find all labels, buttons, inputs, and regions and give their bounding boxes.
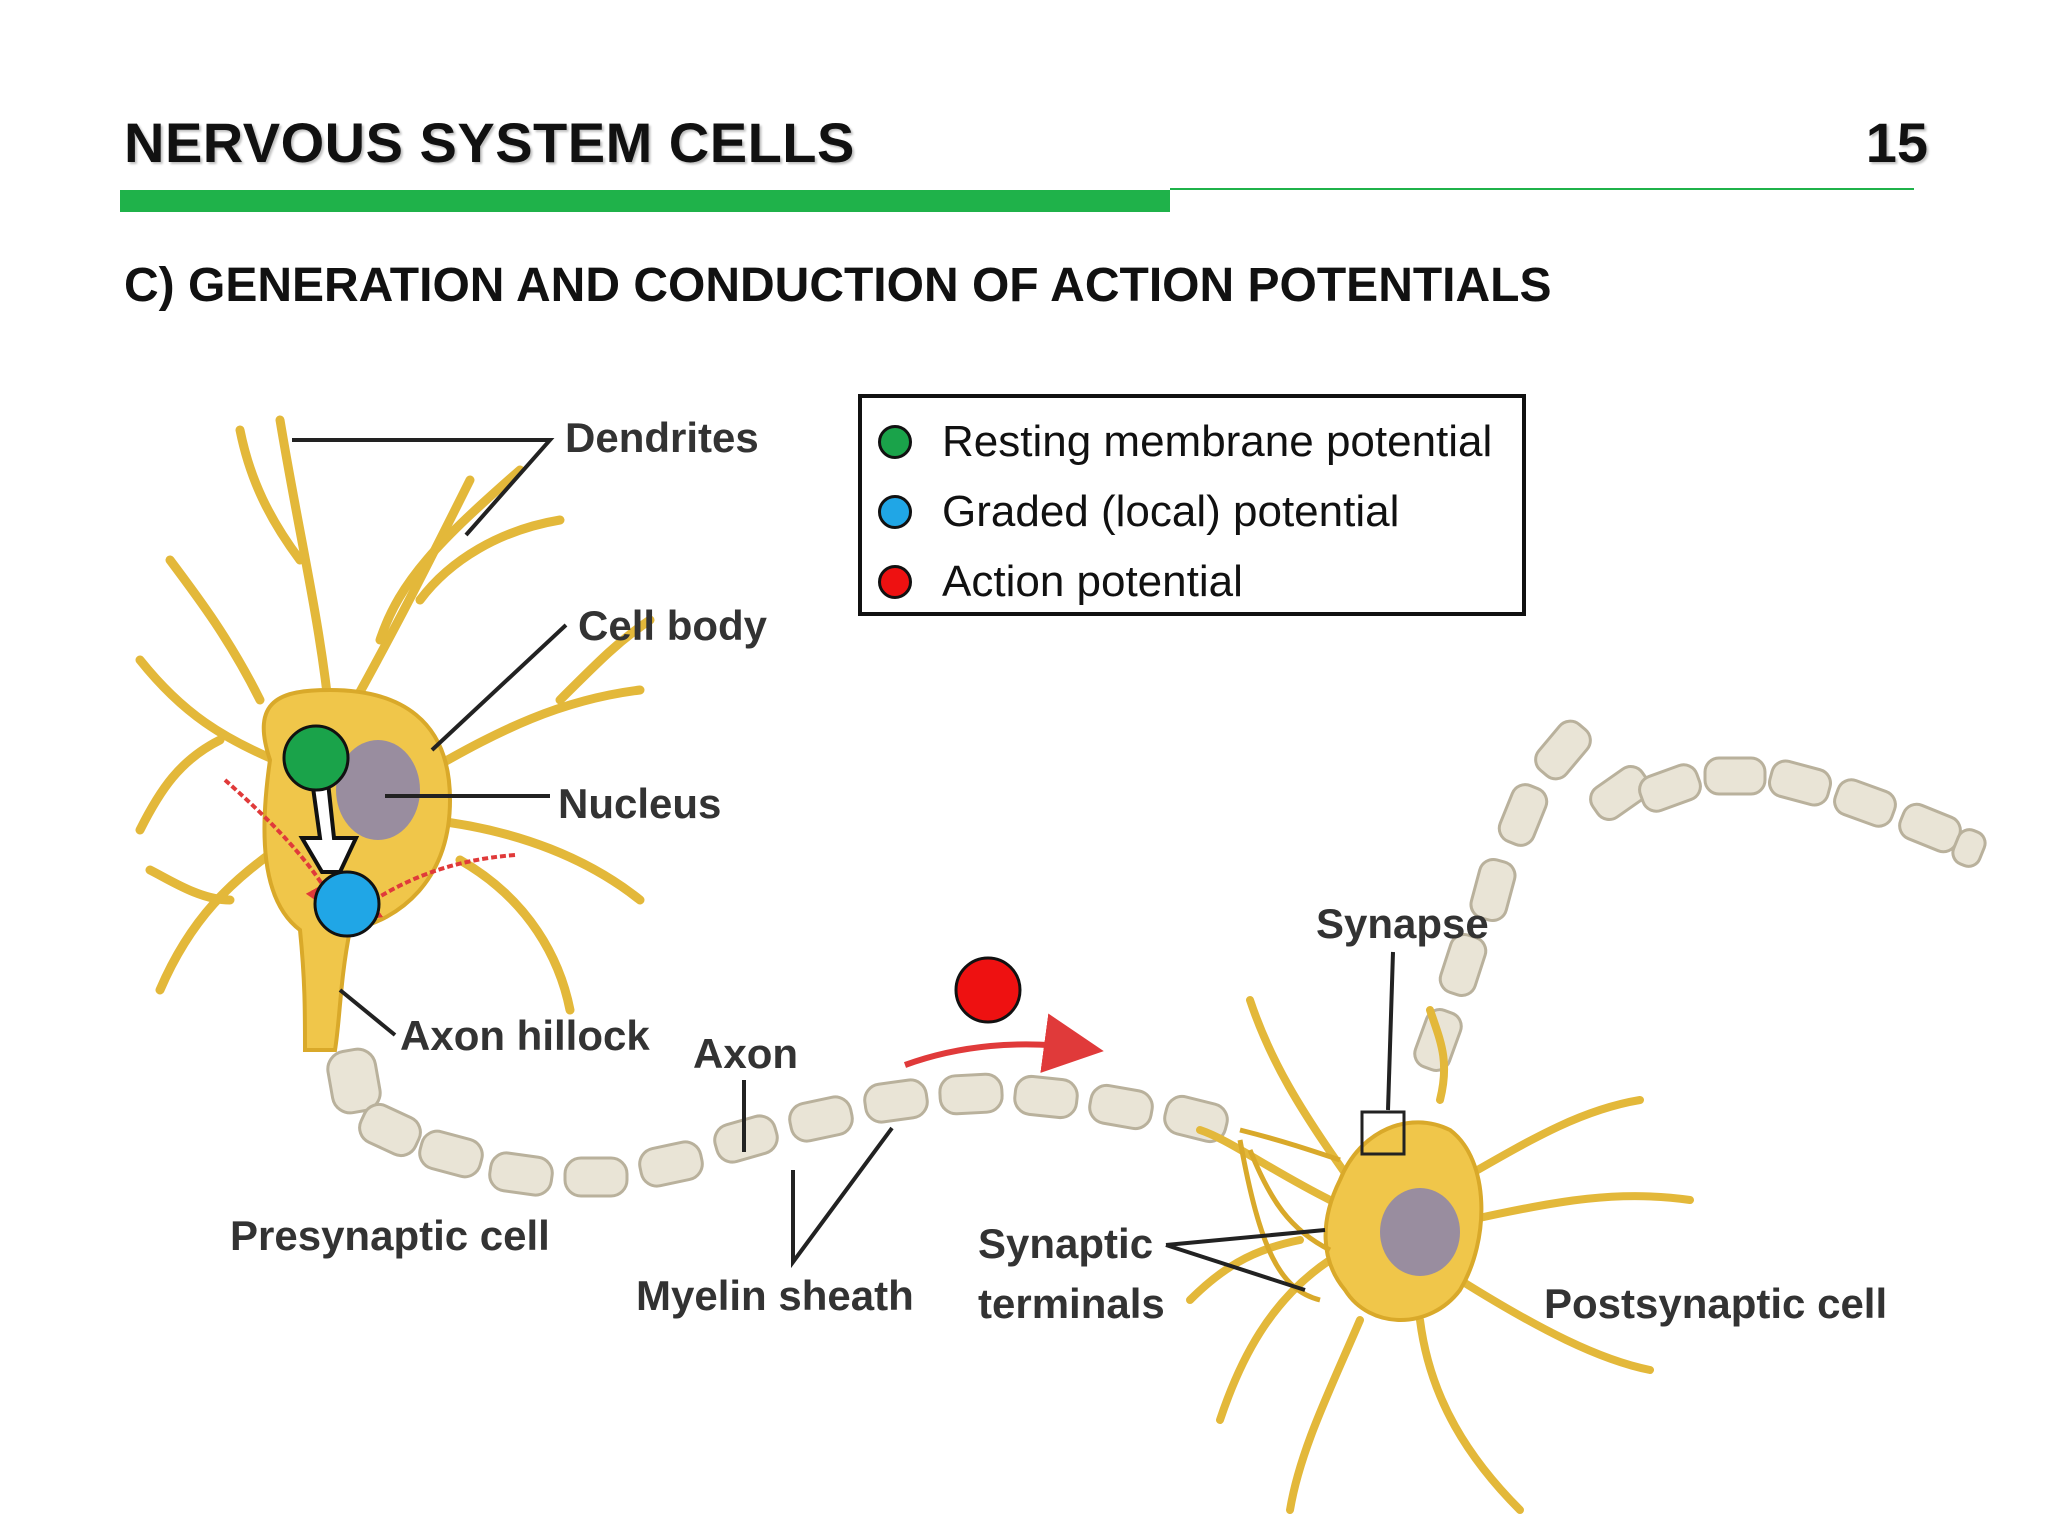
label-axon-hillock: Axon hillock [400, 1012, 650, 1059]
presynaptic-nucleus [336, 740, 420, 840]
postsynaptic-nucleus [1380, 1188, 1460, 1276]
label-cell-body: Cell body [578, 602, 768, 649]
legend-label: Action potential [942, 557, 1243, 606]
blue-dot-icon [878, 495, 912, 529]
legend: Resting membrane potential Graded (local… [858, 394, 1526, 616]
green-dot-icon [878, 425, 912, 459]
leader-lines [292, 438, 1395, 1292]
postsynaptic-axon-segments [1413, 719, 1987, 1072]
section-heading: C) GENERATION AND CONDUCTION OF ACTION P… [124, 259, 1552, 312]
label-synaptic: Synaptic [978, 1220, 1153, 1267]
graded-potential-marker [313, 870, 381, 938]
page-title: NERVOUS SYSTEM CELLS [124, 111, 855, 174]
synaptic-terminal-branches [1237, 1127, 1341, 1303]
red-dot-icon [878, 565, 912, 599]
legend-item-action: Action potential [878, 552, 1243, 612]
postsynaptic-dendrites [1186, 996, 1694, 1514]
label-presynaptic-cell: Presynaptic cell [230, 1212, 550, 1259]
label-synapse: Synapse [1316, 900, 1489, 947]
label-postsynaptic-cell: Postsynaptic cell [1544, 1280, 1887, 1327]
legend-item-graded: Graded (local) potential [878, 482, 1399, 542]
synapse-box [1360, 1110, 1406, 1156]
label-dendrites: Dendrites [565, 414, 759, 461]
label-nucleus: Nucleus [558, 780, 721, 827]
legend-label: Resting membrane potential [942, 417, 1493, 466]
legend-item-resting: Resting membrane potential [878, 412, 1492, 472]
page-number: 15 [1865, 111, 1928, 174]
legend-label: Graded (local) potential [942, 487, 1400, 536]
title-underline-thin [1170, 188, 1914, 190]
diagram-labels: Dendrites Cell body Nucleus Axon hillock… [230, 414, 1887, 1327]
resting-potential-marker [282, 724, 350, 792]
label-myelin-sheath: Myelin sheath [636, 1272, 914, 1319]
action-potential-marker [954, 956, 1022, 1024]
conduction-arrow [903, 1013, 1104, 1073]
label-axon: Axon [693, 1030, 798, 1077]
myelin-sheath-segments [326, 1047, 1229, 1198]
label-terminals: terminals [978, 1280, 1165, 1327]
title-underline-thick [120, 190, 1170, 212]
